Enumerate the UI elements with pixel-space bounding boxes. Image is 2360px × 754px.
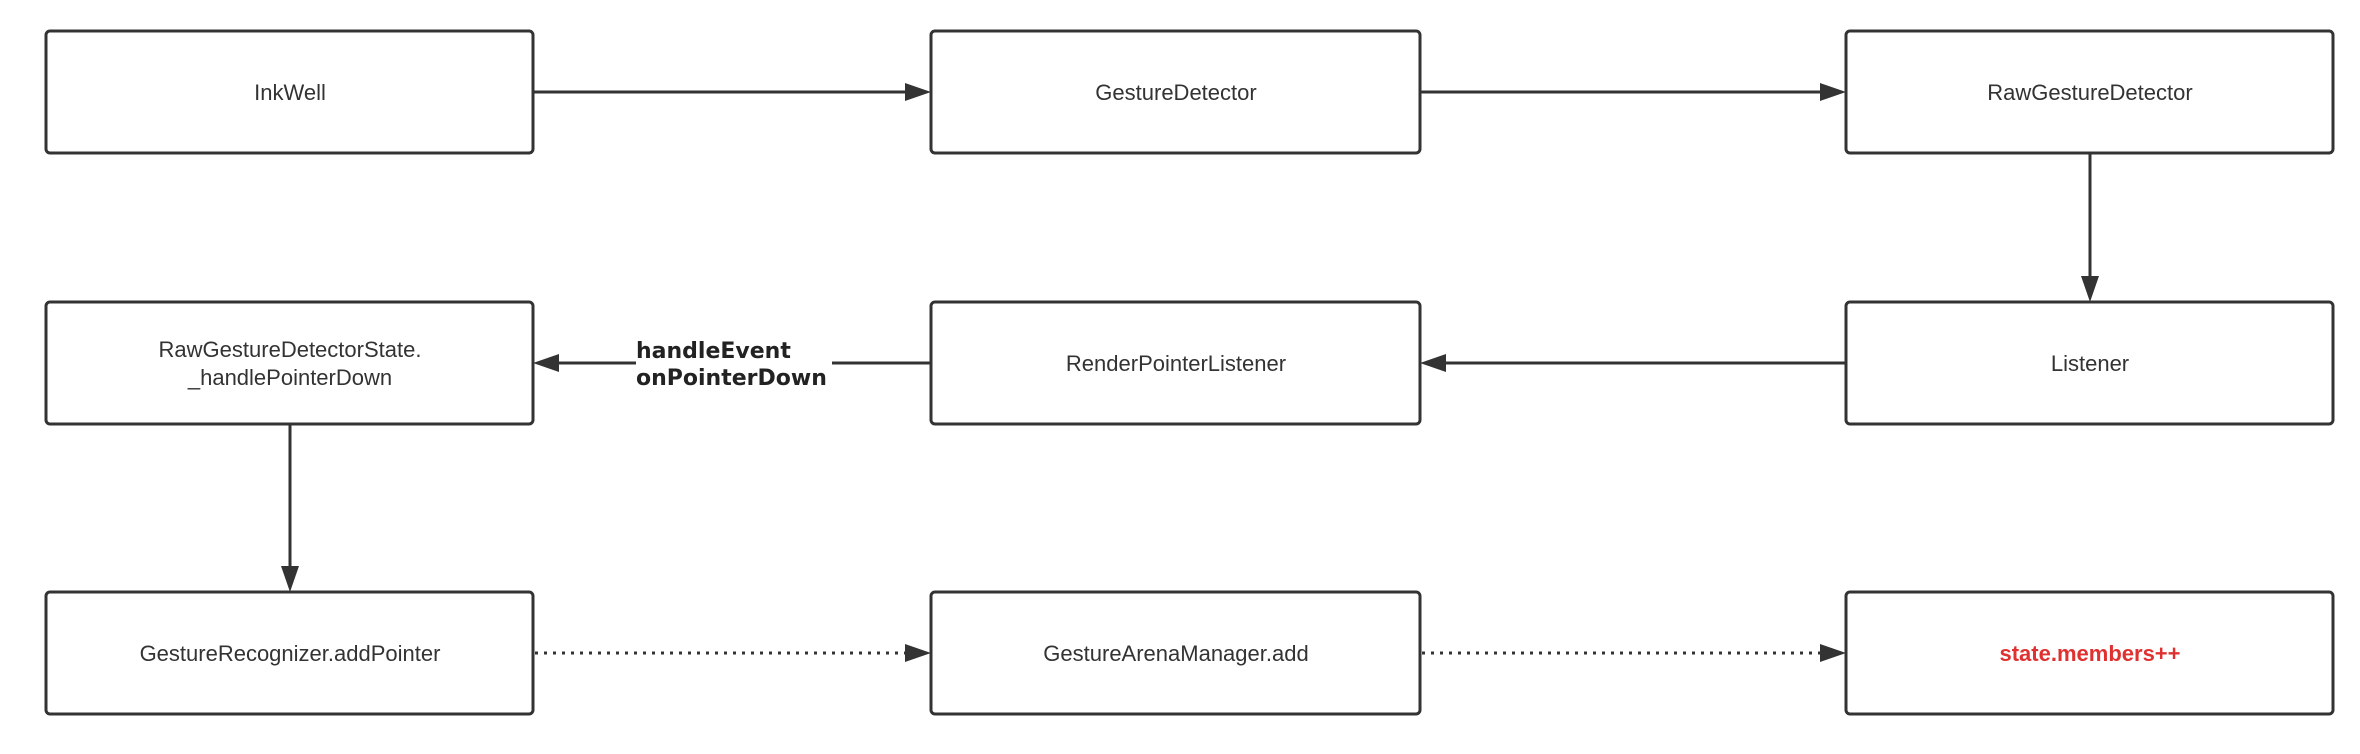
node-render-pointer-listener: RenderPointerListener bbox=[929, 300, 1422, 426]
node-label: GestureRecognizer.addPointer bbox=[140, 641, 441, 666]
edge-label-on-pointer-down: onPointerDown bbox=[636, 366, 827, 391]
arrowhead-icon bbox=[1420, 354, 1446, 372]
node-label: GestureArenaManager.add bbox=[1043, 641, 1308, 666]
edge-label-handle-event: handleEvent bbox=[636, 339, 791, 364]
node-listener: Listener bbox=[1844, 300, 2335, 426]
node-raw-gesture-detector-state: RawGestureDetectorState. _handlePointerD… bbox=[44, 300, 535, 426]
arrowhead-icon bbox=[905, 644, 931, 662]
node-gesture-detector: GestureDetector bbox=[929, 29, 1422, 155]
node-gesture-recognizer-add-pointer: GestureRecognizer.addPointer bbox=[44, 590, 535, 716]
node-label: Listener bbox=[2051, 351, 2129, 376]
arrowhead-icon bbox=[1820, 83, 1846, 101]
node-label: state.members++ bbox=[2000, 641, 2181, 666]
arrowhead-icon bbox=[533, 354, 559, 372]
node-label-line-1: RawGestureDetectorState. bbox=[159, 337, 422, 362]
arrowhead-icon bbox=[2081, 276, 2099, 302]
node-label-line-2: _handlePointerDown bbox=[187, 365, 392, 390]
node-gesture-arena-manager-add: GestureArenaManager.add bbox=[929, 590, 1422, 716]
node-label: GestureDetector bbox=[1095, 80, 1256, 105]
edges bbox=[281, 83, 2099, 662]
node-state-members: state.members++ bbox=[1844, 590, 2335, 716]
node-label: RawGestureDetector bbox=[1987, 80, 2192, 105]
node-label: InkWell bbox=[254, 80, 326, 105]
node-inkwell: InkWell bbox=[44, 29, 535, 155]
arrowhead-icon bbox=[905, 83, 931, 101]
arrowhead-icon bbox=[1820, 644, 1846, 662]
node-label: RenderPointerListener bbox=[1066, 351, 1286, 376]
arrowhead-icon bbox=[281, 566, 299, 592]
node-raw-gesture-detector: RawGestureDetector bbox=[1844, 29, 2335, 155]
